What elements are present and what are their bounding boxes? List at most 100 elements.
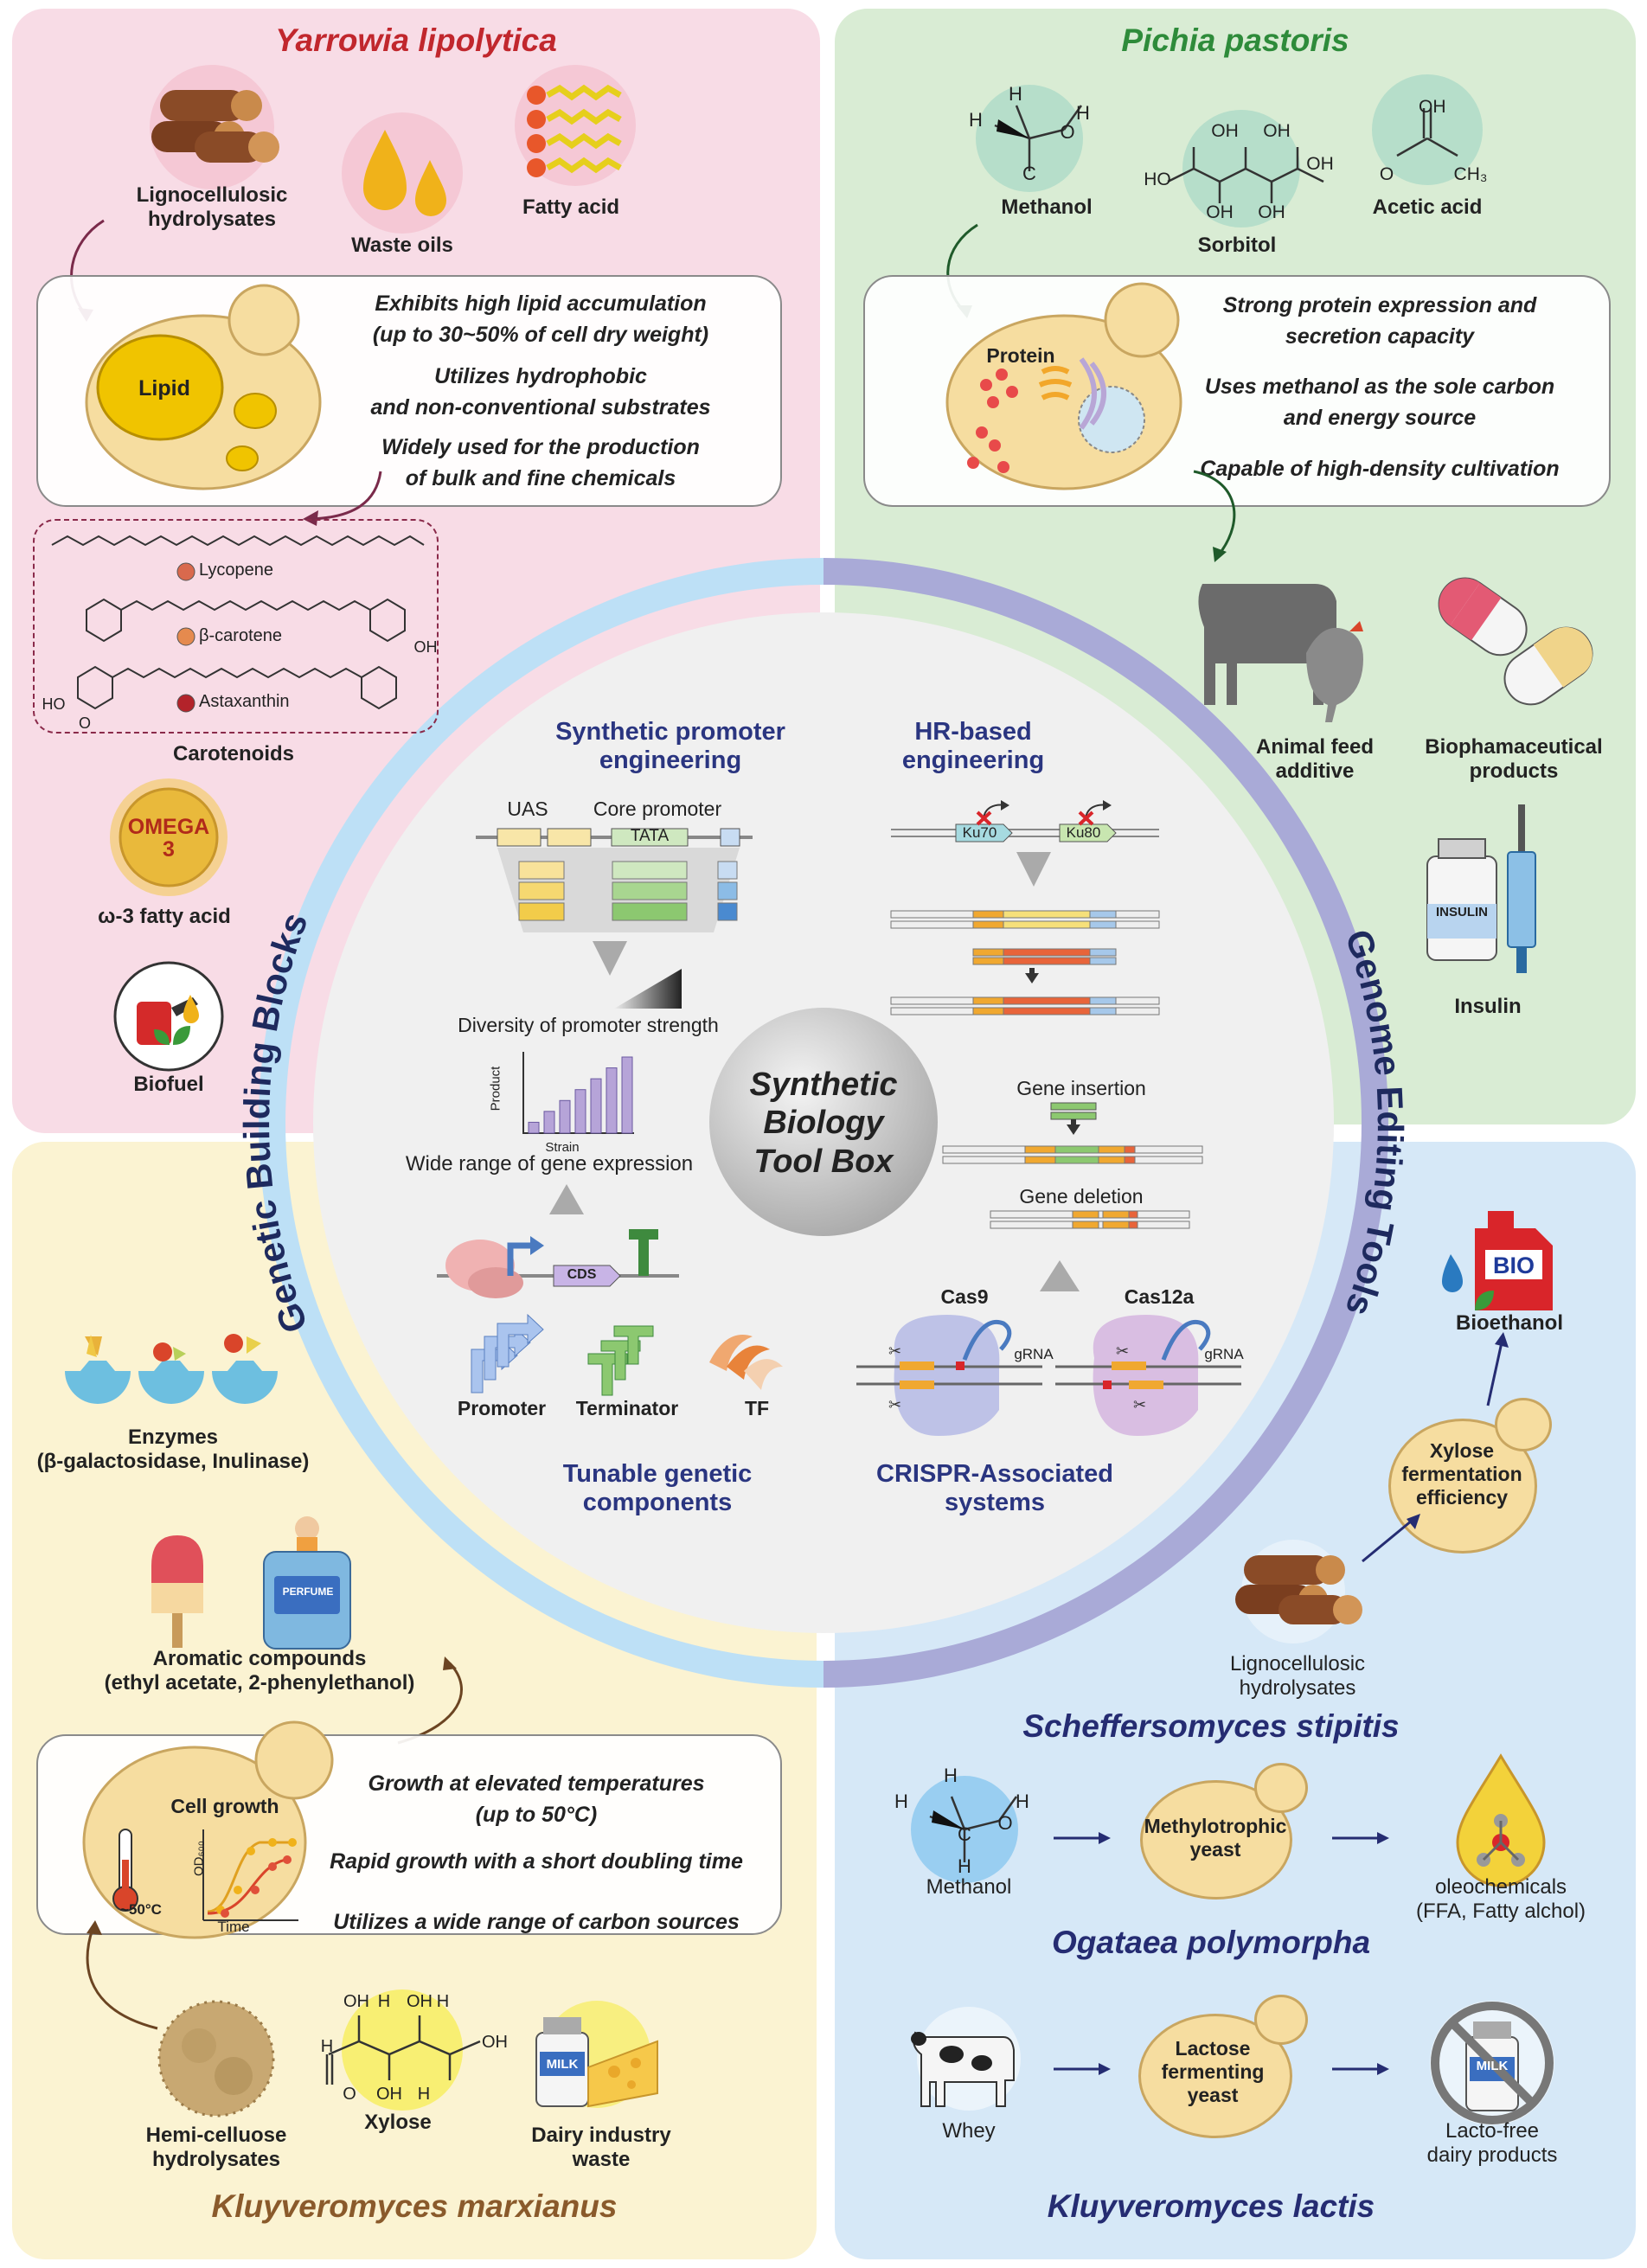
kluyvero-milk-badge: MILK [546, 2057, 579, 2072]
pichia-arrow-out [1193, 470, 1236, 562]
pichia-feature-1: Strong protein expression and secretion … [1222, 293, 1537, 349]
xylose-oh-1: OH [343, 1992, 369, 2011]
crispr-arrow-up [1040, 1260, 1080, 1291]
stipitis-logs-icon [1235, 1540, 1362, 1643]
uas-label: UAS [507, 798, 548, 820]
astax-o-left: O [78, 714, 91, 732]
fatty-acid-icon [515, 65, 636, 186]
xylose-oh-3: OH [482, 2033, 508, 2052]
promoter-diagram [476, 828, 753, 976]
lactis-product: Lacto-free dairy products [1426, 2119, 1558, 2168]
bar-chart-yaxis: Product [488, 1066, 503, 1112]
bar-chart-bar [574, 1089, 586, 1134]
pichia-cell-label: Protein [986, 344, 1055, 367]
animal-feed-icon [1198, 584, 1363, 722]
kluyvero-title: Kluyveromyces marxianus [211, 2188, 618, 2224]
sorbitol-oh-5: OH [1258, 202, 1285, 222]
pichia-title: Pichia pastoris [1121, 22, 1349, 58]
expression-construct [437, 1184, 679, 1298]
grna-label-1: gRNA [1014, 1346, 1054, 1362]
bar-chart-bar [606, 1067, 618, 1134]
stipitis-product: Bioethanol [1456, 1311, 1563, 1335]
diversity-label: Diversity of promoter strength [458, 1014, 719, 1036]
carotenoid-dots [176, 562, 195, 713]
perfume-badge: PERFUME [282, 1586, 334, 1598]
bar-chart-bar [528, 1121, 540, 1134]
lacto-free-icon [1430, 2001, 1554, 2125]
pichia-methanol-h3: H [1076, 102, 1090, 124]
hemicellulose-icon [157, 2000, 275, 2117]
bar-chart-bar [543, 1111, 555, 1134]
bar-chart-bar [559, 1099, 571, 1134]
svg-text:✂: ✂ [1133, 1396, 1146, 1413]
xylose-h-4: H [417, 2085, 431, 2104]
component-terminator: Terminator [575, 1397, 679, 1419]
xylose-oh-2: OH [407, 1992, 433, 2011]
gradient-triangle [614, 969, 682, 1009]
svg-text:✂: ✂ [888, 1396, 901, 1413]
grna-label-2: gRNA [1204, 1346, 1244, 1362]
tata-label: TATA [630, 827, 670, 845]
pichia-methanol-h1: H [1009, 83, 1022, 105]
xylose-h-3: H [320, 2037, 334, 2056]
carotenoid-astaxanthin: Astaxanthin [199, 692, 290, 711]
yarrowia-substrate-oils: Waste oils [351, 234, 453, 257]
lignocellulose-icon [150, 65, 279, 189]
biofuel-label: Biofuel [133, 1073, 204, 1096]
lactis-milk-badge: MILK [1476, 2059, 1509, 2073]
ku70-label: Ku70 [962, 824, 997, 841]
kluyvero-substrate-xylose: Xylose [364, 2111, 432, 2134]
kluyvero-feature-1: Growth at elevated temperatures (up to 5… [368, 1771, 705, 1827]
ogataea-methanol-structure [911, 1776, 1018, 1883]
stipitis-title: Scheffersomyces stipitis [1022, 1708, 1400, 1744]
bar-chart-bar [621, 1056, 633, 1134]
stipitis-cell-bud [1495, 1398, 1552, 1451]
gene-deletion-label: Gene deletion [1019, 1185, 1144, 1208]
cas12a-label: Cas12a [1124, 1285, 1195, 1308]
promoter-title: Synthetic promoter engineering [555, 718, 785, 775]
insulin-badge: INSULIN [1436, 905, 1488, 919]
lactis-title: Kluyveromyces lactis [1047, 2188, 1375, 2224]
carotenoid-lycopene: Lycopene [199, 561, 273, 580]
pichia-product-feed: Animal feed additive [1255, 735, 1375, 784]
astax-ho-left: HO [42, 695, 66, 713]
svg-text:✂: ✂ [888, 1342, 901, 1360]
xylose-h-2: H [436, 1992, 450, 2011]
toolbox-sphere [709, 1008, 938, 1236]
kluyvero-feature-2: Rapid growth with a short doubling time [330, 1849, 743, 1874]
ogataea-atom-o: O [997, 1812, 1013, 1834]
sorbitol-ho: HO [1144, 170, 1171, 189]
sorbitol-oh-4: OH [1206, 202, 1234, 222]
yarrowia-substrate-ligno: Lignocellulosic hydrolysates [136, 183, 288, 232]
yarrowia-cell-label: Lipid [138, 376, 190, 400]
pichia-feature-2: Uses methanol as the sole carbon and ene… [1204, 375, 1555, 430]
bio-badge: BIO [1492, 1253, 1535, 1278]
yarrowia-feature-3: Widely used for the production of bulk a… [381, 435, 700, 490]
yarrowia-cell [85, 284, 322, 490]
ogataea-title: Ogataea polymorpha [1051, 1925, 1371, 1960]
cow-icon [911, 2007, 1021, 2111]
ogataea-atom-h4: H [958, 1855, 971, 1877]
yarrowia-title: Yarrowia lipolytica [275, 22, 557, 58]
sorbitol-structure [1167, 110, 1324, 227]
svg-text:✂: ✂ [1116, 1342, 1129, 1360]
enzymes-icon [65, 1334, 278, 1404]
oleochemical-icon [1456, 1753, 1546, 1887]
pichia-methanol-o: O [1060, 121, 1075, 143]
stipitis-substrate: Lignocellulosic hydrolysates [1229, 1652, 1366, 1701]
lactis-substrate: Whey [942, 2119, 996, 2143]
xylose-oh-4: OH [376, 2085, 402, 2104]
lactis-cell-label: Lactose fermenting yeast [1161, 2037, 1265, 2106]
acetic-acid-structure [1372, 74, 1483, 185]
omega3-label: ω-3 fatty acid [98, 905, 231, 928]
xylose-h-1: H [377, 1992, 391, 2011]
carotenoid-bcarotene: β-carotene [199, 626, 282, 645]
gene-insertion-label: Gene insertion [1016, 1077, 1146, 1099]
stipitis-cell-label: Xylose fermentation efficiency [1401, 1439, 1522, 1509]
bar-chart-xaxis: Strain [545, 1140, 580, 1155]
component-promoter: Promoter [457, 1397, 547, 1419]
kluyvero-feature-3: Utilizes a wide range of carbon sources [333, 1910, 740, 1934]
acetic-o: OH [1419, 97, 1446, 117]
crispr-diagram: ✂ ✂ ✂ ✂ [856, 1315, 1241, 1436]
waste-oils-icon [342, 112, 463, 234]
